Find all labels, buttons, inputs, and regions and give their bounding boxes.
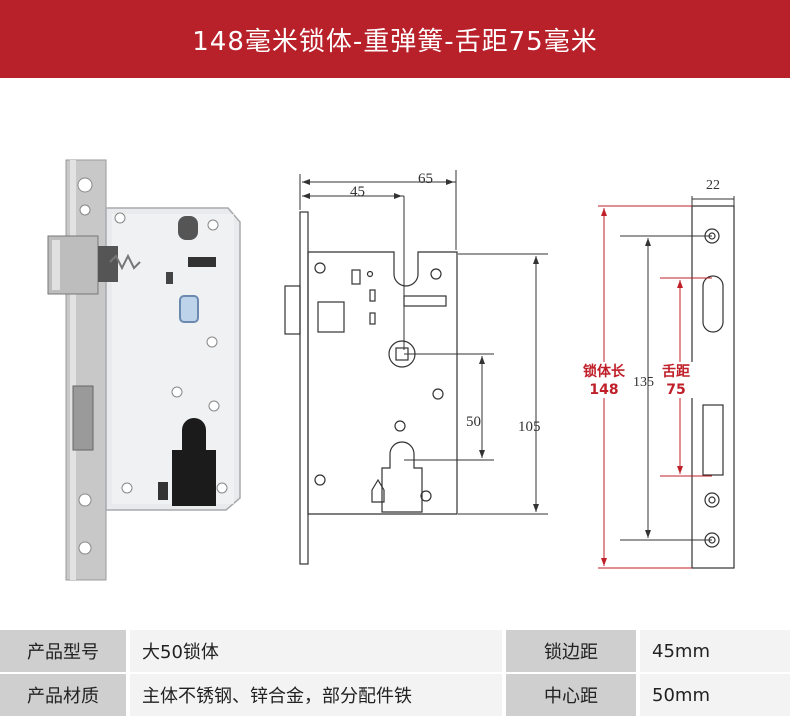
dim-45-label: 45 [350, 184, 365, 200]
spec-label-model: 产品型号 [0, 630, 126, 672]
spec-value-center-distance: 50mm [640, 674, 790, 716]
spec-table: 产品型号 大50锁体 锁边距 45mm 产品材质 主体不锈钢、锌合金，部分配件铁… [0, 628, 790, 724]
label-backdrop-148 [582, 362, 626, 398]
spec-label-backset: 锁边距 [506, 630, 636, 672]
lock-body-photo [47, 159, 241, 581]
side-view-dimensions [620, 196, 735, 541]
tongue-distance-label: 舌距 [662, 363, 690, 380]
spec-label-center-distance: 中心距 [506, 674, 636, 716]
spec-label-material: 产品材质 [0, 674, 126, 716]
dim-135-label: 135 [633, 375, 654, 390]
dimension-arrows [302, 179, 539, 512]
title-banner: 148毫米锁体-重弹簧-舌距75毫米 [0, 0, 790, 78]
product-title: 148毫米锁体-重弹簧-舌距75毫米 [192, 26, 598, 57]
spec-value-model: 大50锁体 [130, 630, 502, 672]
body-length-value: 148 [589, 382, 618, 398]
spec-value-backset: 45mm [640, 630, 790, 672]
side-view-drawing [691, 205, 735, 569]
side-arrows [645, 238, 651, 538]
dim-65-label: 65 [418, 171, 433, 187]
lock-body-diagram: 45 65 50 105 22 135 锁体长 1 [47, 159, 735, 581]
front-view-dimensions [299, 170, 548, 515]
dim-22-label: 22 [706, 178, 720, 193]
spec-value-material: 主体不锈钢、锌合金，部分配件铁 [130, 674, 502, 716]
dim-105-label: 105 [518, 419, 541, 435]
tongue-distance-value: 75 [666, 382, 685, 398]
label-backdrop-75 [658, 362, 694, 398]
front-view-drawing [284, 211, 458, 565]
dim-50-label: 50 [466, 414, 481, 430]
red-arrows [601, 208, 683, 566]
body-length-label: 锁体长 [583, 363, 626, 380]
